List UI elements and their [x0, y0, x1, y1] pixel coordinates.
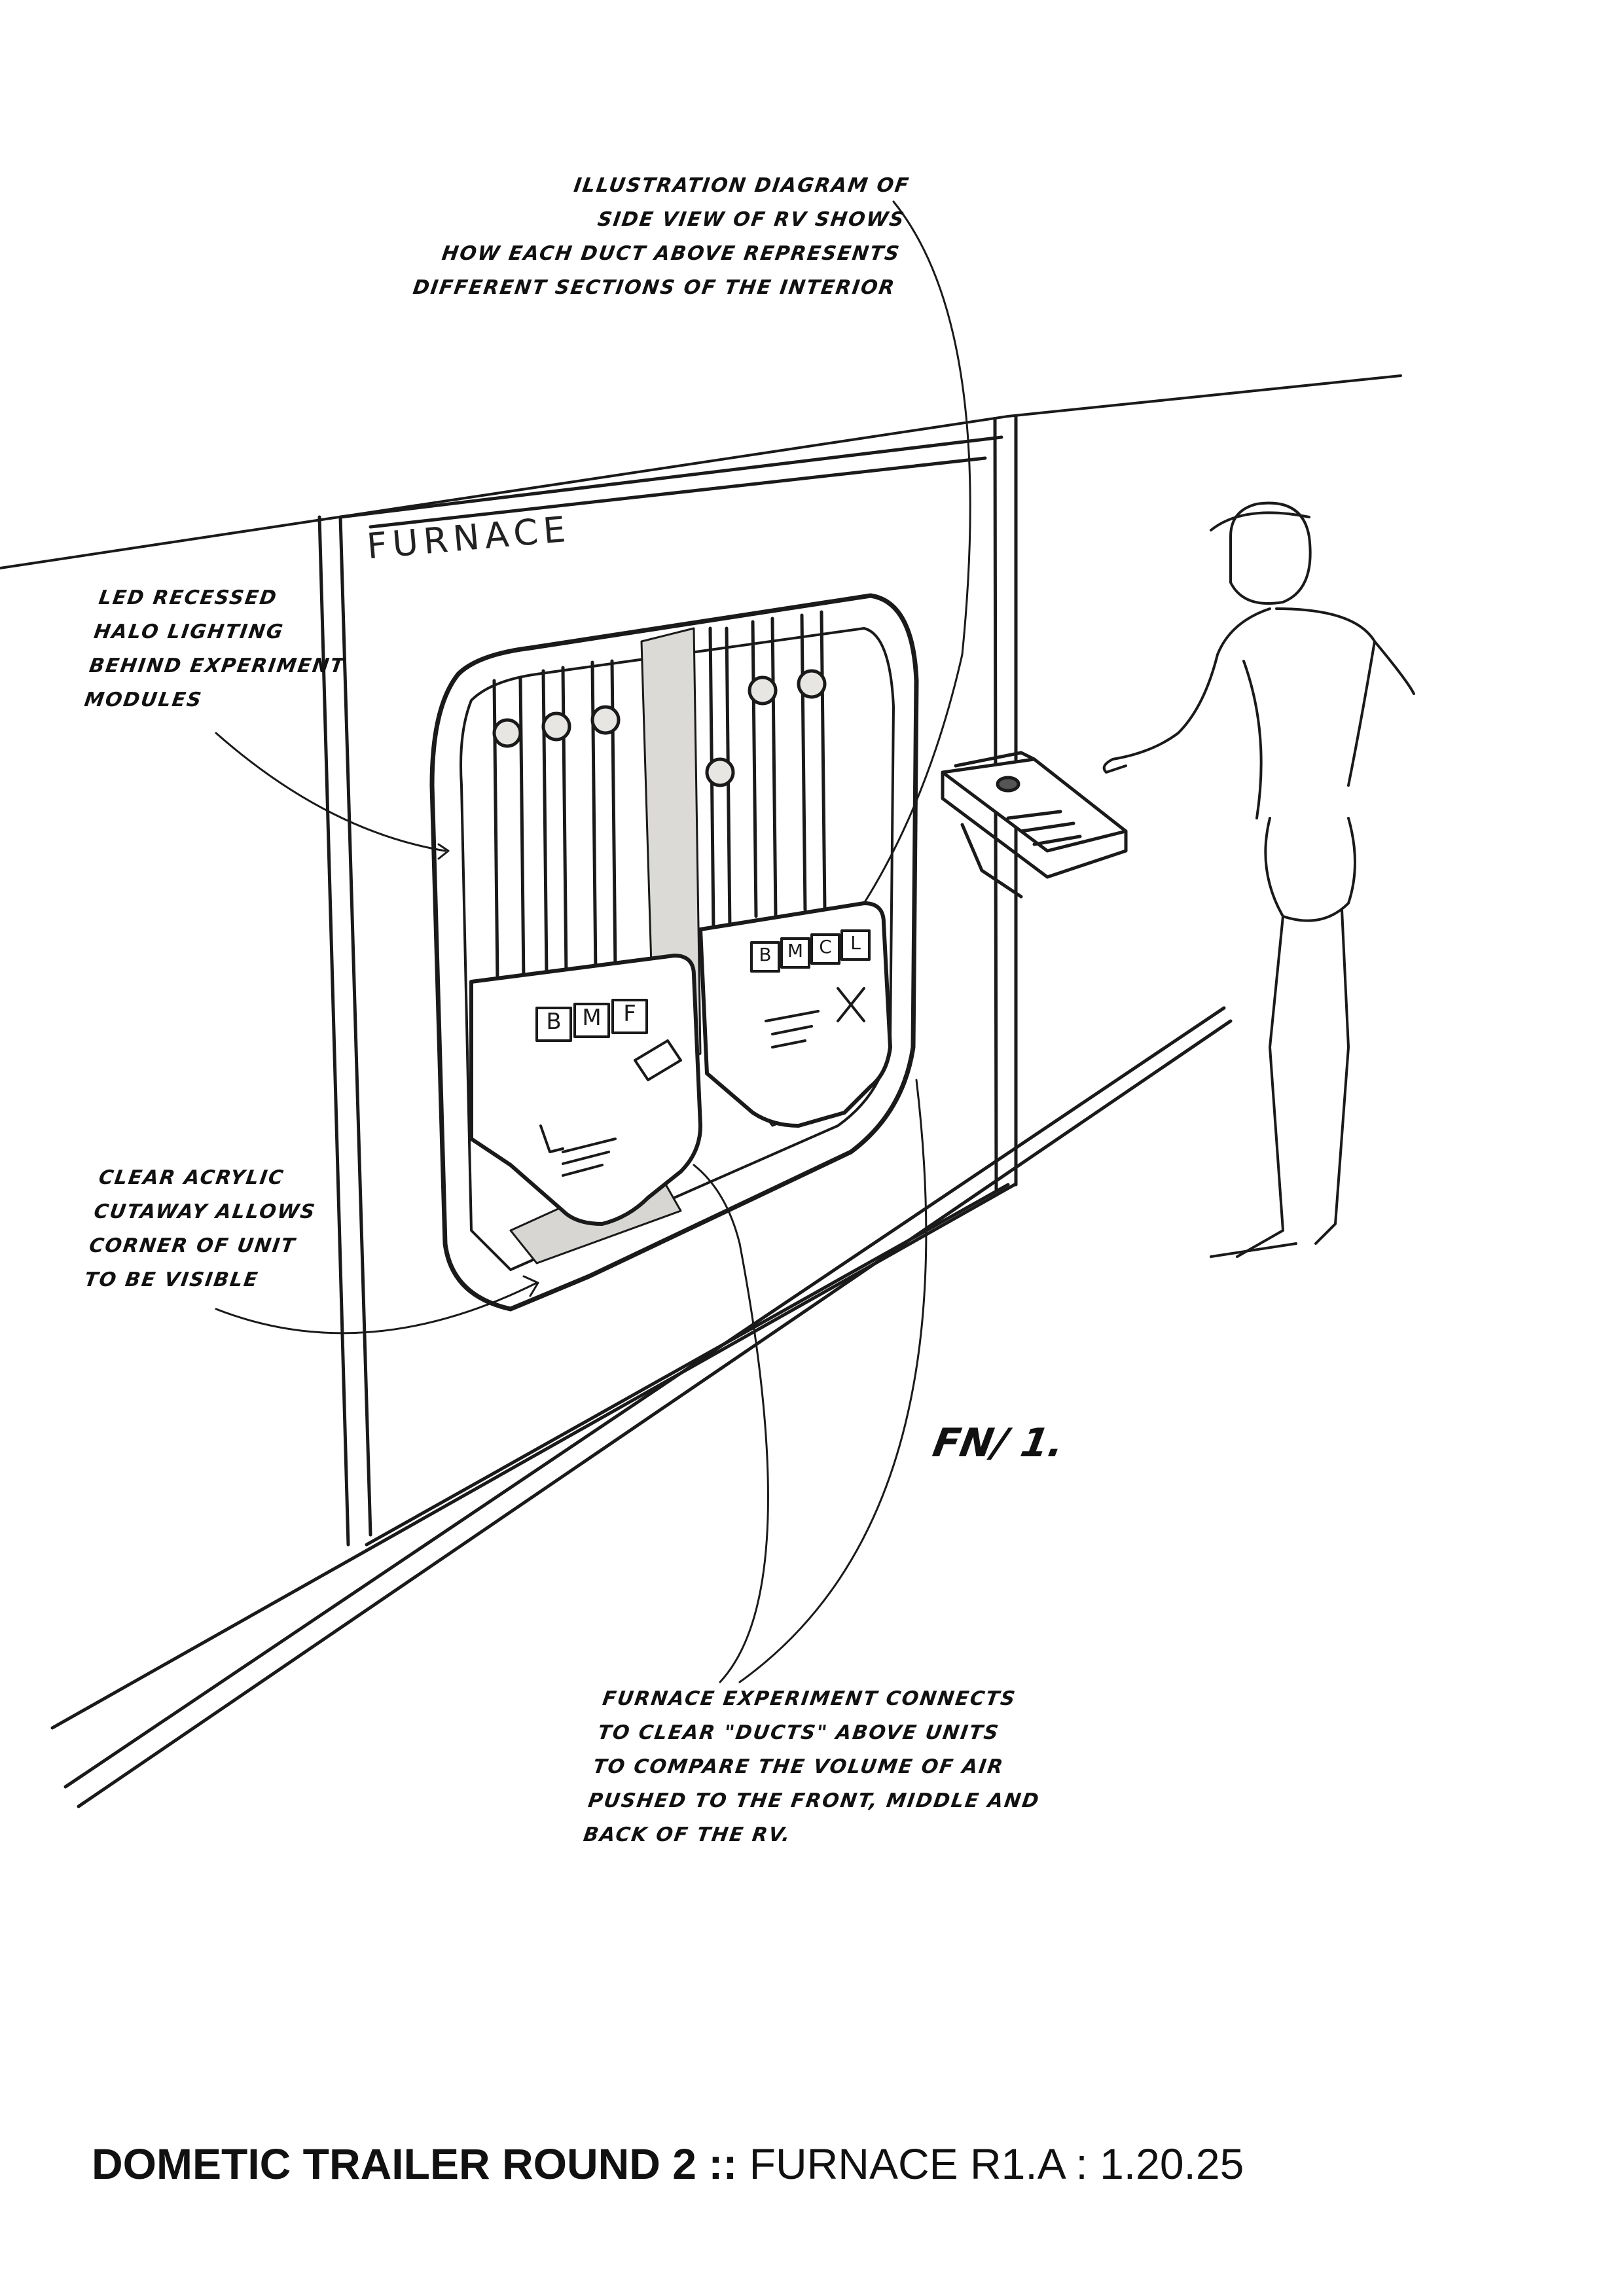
- experiment-module-left: [469, 954, 702, 1226]
- annotation-illustration-diagram: ILLUSTRATION DIAGRAM OF SIDE VIEW OF RV …: [412, 174, 912, 299]
- sheet-title-subject: FURNACE R1.A : 1.20.25: [749, 2140, 1244, 2188]
- sheet-title-project: DOMETIC TRAILER ROUND 2 ::: [92, 2140, 738, 2188]
- sheet-title: DOMETIC TRAILER ROUND 2 :: FURNACE R1.A …: [92, 2139, 1244, 2189]
- module-right-key-label: L: [850, 932, 861, 954]
- module-left-key-label: B: [546, 1009, 561, 1035]
- module-left-key-label: M: [582, 1005, 601, 1031]
- module-right-key-label: B: [759, 944, 771, 965]
- annotation-led-halo-lighting: LED RECESSED HALO LIGHTING BEHIND EXPERI…: [82, 586, 347, 711]
- module-left-key-label: F: [623, 1001, 636, 1027]
- module-right-key-label: C: [819, 936, 832, 958]
- interactive-kiosk: [941, 751, 1128, 899]
- duct-indicators: [492, 669, 827, 787]
- annotation-clear-acrylic: CLEAR ACRYLIC CUTAWAY ALLOWS CORNER OF U…: [82, 1166, 317, 1291]
- wall-outline: [0, 374, 1402, 569]
- annotation-furnace-experiment: FURNACE EXPERIMENT CONNECTS TO CLEAR "DU…: [581, 1687, 1041, 1846]
- module-right-key-label: M: [787, 940, 803, 961]
- experiment-module-right: [698, 901, 892, 1128]
- drawing-reference-number: FN/ 1.: [929, 1420, 1068, 1466]
- floor-lines: [50, 1006, 1233, 1808]
- visitor-figure: [1102, 501, 1415, 1258]
- leader-lines: [215, 200, 971, 1683]
